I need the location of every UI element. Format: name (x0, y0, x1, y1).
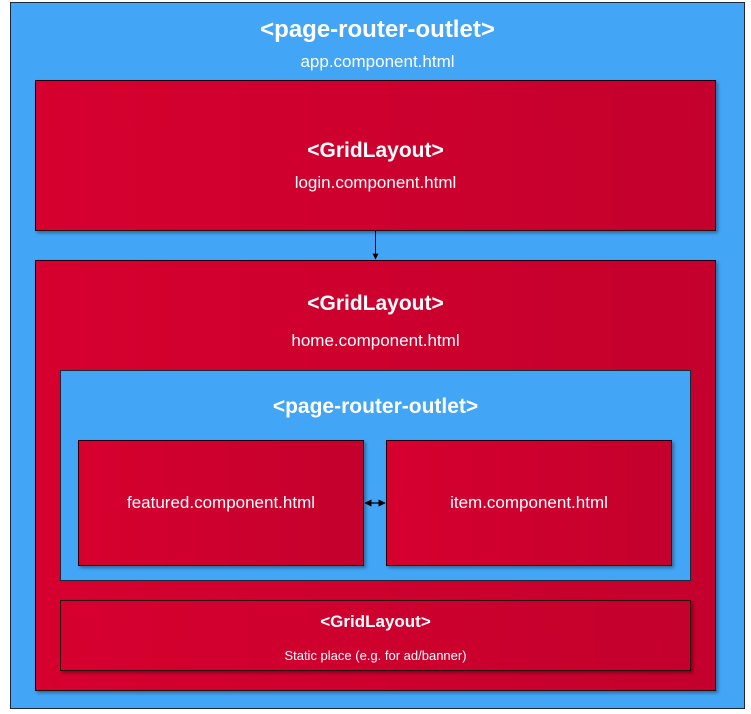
static-gridlayout-tag: <GridLayout> (320, 612, 431, 631)
login-gridlayout (35, 80, 716, 231)
home-router-outlet-tag: <page-router-outlet> (272, 395, 479, 418)
item-component-box (386, 440, 672, 566)
featured-component-file: featured.component.html (126, 493, 316, 512)
featured-component-box (78, 440, 364, 566)
item-component-file: item.component.html (450, 493, 608, 512)
static-place-desc: Static place (e.g. for ad/banner) (284, 648, 467, 663)
home-component-file: home.component.html (291, 331, 460, 350)
app-router-outlet-tag: <page-router-outlet> (260, 16, 495, 43)
login-gridlayout-tag: <GridLayout> (307, 139, 444, 162)
home-gridlayout-tag: <GridLayout> (307, 292, 444, 315)
static-gridlayout (60, 600, 691, 671)
login-component-file: login.component.html (294, 173, 457, 192)
app-component-file: app.component.html (300, 52, 455, 71)
